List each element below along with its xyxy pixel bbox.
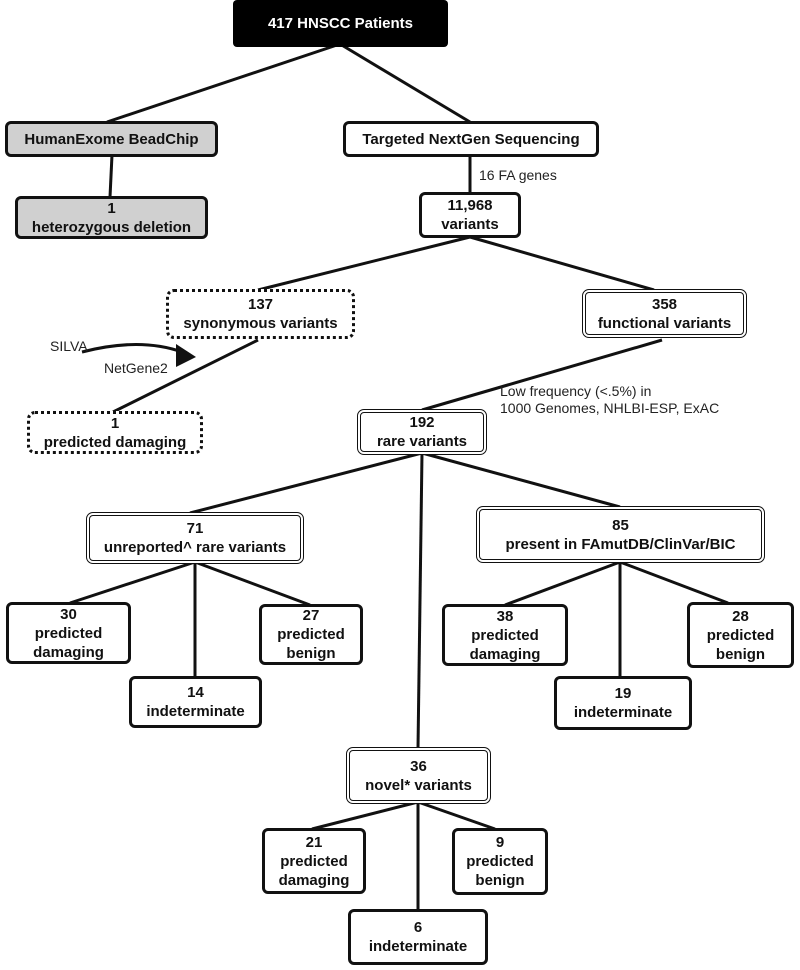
connector — [112, 338, 259, 414]
node-syn-damaging: 1 predicted damaging — [27, 411, 203, 454]
node-count: 27 — [302, 607, 320, 624]
node-functional: 358 functional variants — [582, 289, 747, 338]
node-n-benign: 9 predicted benign — [452, 828, 548, 895]
node-text: predicted — [277, 626, 345, 643]
node-present: 85 present in FAmutDB/ClinVar/BIC — [476, 506, 765, 563]
connector — [619, 560, 729, 605]
node-count: 21 — [305, 833, 323, 851]
node-count: 1 — [110, 414, 120, 432]
label-netgene2: NetGene2 — [104, 360, 168, 376]
node-p-indeterminate: 19 indeterminate — [554, 676, 692, 730]
node-u-benign: 27 predicted benign — [259, 604, 363, 665]
node-text: indeterminate — [573, 704, 673, 721]
label-silva: SILVA — [50, 338, 88, 354]
node-u-damaging: 30 predicted damaging — [6, 602, 131, 664]
node-text: indeterminate — [146, 703, 245, 720]
node-text: rare variants — [376, 433, 468, 450]
node-text: predicted — [706, 626, 775, 644]
connector — [257, 235, 471, 292]
node-text: predicted damaging — [43, 433, 187, 451]
node-text: damaging — [33, 643, 104, 661]
node-count: 358 — [651, 295, 678, 313]
connector — [194, 560, 311, 607]
node-count: 30 — [60, 605, 77, 623]
node-variants: 11,968 variants — [419, 192, 521, 238]
node-text: damaging — [469, 645, 541, 663]
node-text: synonymous variants — [183, 315, 338, 332]
label-fa-genes: 16 FA genes — [479, 167, 557, 183]
node-text: predicted — [280, 852, 348, 870]
node-text: indeterminate — [368, 938, 468, 955]
node-count: 192 — [409, 414, 435, 431]
node-u-indeterminate: 14 indeterminate — [129, 676, 262, 728]
node-count: 28 — [732, 607, 749, 625]
node-synonymous: 137 synonymous variants — [166, 289, 355, 339]
node-text: 417 HNSCC Patients — [267, 15, 414, 32]
node-n-damaging: 21 predicted damaging — [262, 828, 366, 894]
node-count: 137 — [247, 296, 274, 313]
connector — [469, 235, 655, 292]
node-count: 9 — [495, 834, 505, 851]
node-text: variants — [441, 216, 499, 233]
connector — [311, 800, 419, 831]
node-count: 71 — [186, 520, 204, 537]
connector — [416, 452, 424, 749]
node-patients: 417 HNSCC Patients — [233, 0, 448, 47]
node-count: 19 — [614, 685, 632, 702]
node-text: benign — [286, 645, 336, 662]
node-count: 85 — [612, 516, 629, 534]
node-text: benign — [715, 645, 766, 663]
node-text: functional variants — [597, 314, 732, 332]
connector — [108, 154, 114, 198]
node-rare: 192 rare variants — [357, 409, 487, 455]
node-text: damaging — [278, 871, 350, 889]
label-low-frequency: Low frequency (<.5%) in 1000 Genomes, NH… — [500, 383, 719, 417]
node-text: heterozygous deletion — [31, 218, 192, 236]
node-beadchip: HumanExome BeadChip — [5, 121, 218, 157]
node-text: predicted — [466, 853, 534, 870]
node-count: 6 — [413, 919, 423, 936]
node-count: 11,968 — [447, 197, 493, 214]
connector — [504, 560, 621, 607]
connector — [189, 451, 423, 515]
node-unreported: 71 unreported^ rare variants — [86, 512, 304, 564]
node-text: predicted — [471, 626, 539, 644]
node-targeted-seq: Targeted NextGen Sequencing — [343, 121, 599, 157]
label-line: 1000 Genomes, NHLBI-ESP, ExAC — [500, 400, 720, 416]
node-count: 1 — [107, 199, 116, 217]
node-text: novel* variants — [365, 776, 472, 794]
connector — [421, 451, 621, 509]
node-count: 38 — [496, 607, 514, 625]
arrow-curve — [81, 343, 183, 354]
node-count: 36 — [410, 757, 427, 775]
node-text: predicted — [34, 624, 103, 642]
connector — [421, 338, 663, 412]
connector — [417, 800, 496, 831]
node-text: benign — [475, 872, 525, 889]
node-p-damaging: 38 predicted damaging — [442, 604, 568, 666]
node-count: 14 — [187, 684, 204, 701]
node-het-deletion: 1 heterozygous deletion — [15, 196, 208, 239]
connector — [339, 42, 471, 124]
connector — [69, 560, 196, 605]
node-p-benign: 28 predicted benign — [687, 602, 794, 668]
connector — [106, 42, 341, 124]
node-text: HumanExome BeadChip — [24, 130, 199, 148]
node-n-indeterminate: 6 indeterminate — [348, 909, 488, 965]
node-novel: 36 novel* variants — [346, 747, 491, 804]
arrow-head-icon — [176, 344, 196, 367]
label-line: Low frequency (<.5%) in — [500, 383, 652, 399]
node-text: unreported^ rare variants — [103, 539, 287, 556]
node-text: Targeted NextGen Sequencing — [362, 130, 580, 148]
node-text: present in FAmutDB/ClinVar/BIC — [505, 535, 736, 553]
